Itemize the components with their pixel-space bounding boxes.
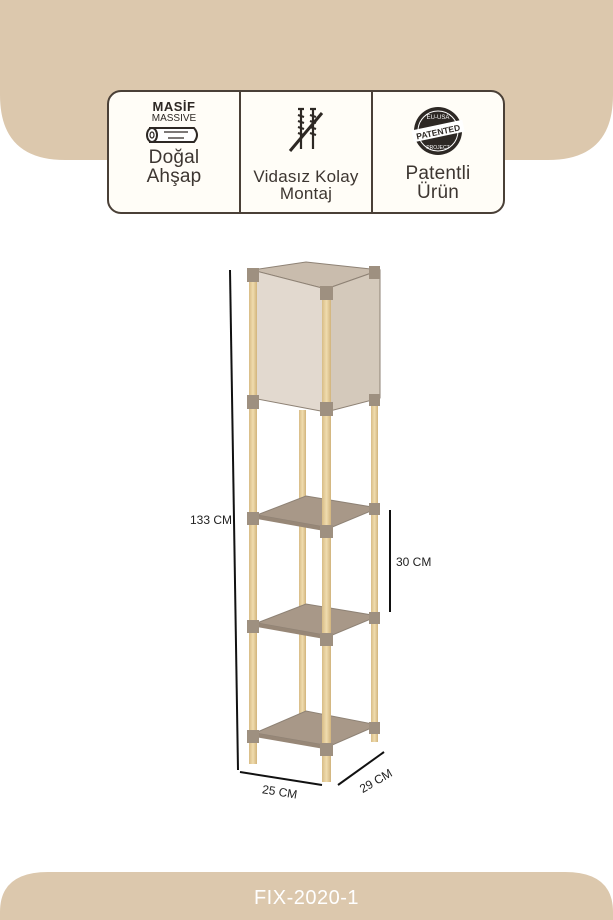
footer-background (0, 872, 613, 920)
front-right-leg (322, 300, 331, 782)
dimension-lines (229, 269, 391, 786)
back-left-leg (299, 410, 306, 725)
badge-easy-assembly: Vidasız Kolay Montaj (241, 92, 373, 212)
height-label: 133 CM (190, 513, 232, 527)
badge-label: Patentli Ürün (405, 163, 471, 203)
wood-log-icon (146, 127, 198, 143)
depth-label: 29 CM (357, 766, 395, 796)
lamp-shade (251, 261, 381, 413)
product-code: FIX-2020-1 (253, 887, 360, 909)
badge-subtitle: MASSIVE (151, 113, 197, 124)
badge-patented: EU-USA PATENTED PROJECT Patentli Ürün (373, 92, 503, 212)
leg-connectors (247, 266, 380, 756)
shelf-middle (255, 603, 380, 637)
shelf-lamp-illustration: 133 CM 30 CM 25 CM 29 CM (190, 261, 431, 802)
badge-title: MASİF (152, 99, 196, 114)
shelf-spacing-label: 30 CM (396, 555, 431, 569)
feature-badges: MASİF MASSIVE Doğal Ahşap V (107, 90, 505, 214)
no-screws-icon (288, 107, 324, 152)
shelf-upper (255, 495, 380, 529)
badge-label: Vidasız Kolay Montaj (253, 167, 359, 203)
svg-text:PROJECT: PROJECT (426, 145, 449, 151)
patented-seal-icon: EU-USA PATENTED PROJECT (411, 107, 465, 155)
badge-natural-wood: MASİF MASSIVE Doğal Ahşap (109, 92, 241, 212)
width-label: 25 CM (261, 782, 298, 801)
svg-text:EU-USA: EU-USA (427, 115, 450, 121)
badge-label: Doğal Ahşap (146, 147, 202, 187)
shelf-bottom (253, 710, 380, 747)
